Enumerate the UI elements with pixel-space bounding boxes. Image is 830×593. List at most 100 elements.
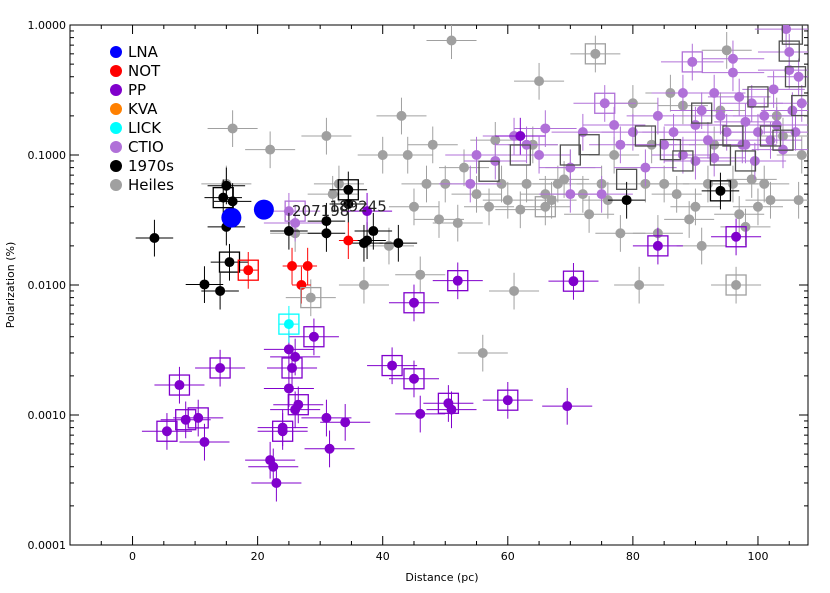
data-point-heiles (690, 201, 701, 212)
data-point-heiles (305, 292, 316, 303)
data-point-pp (568, 276, 579, 287)
point-box (725, 226, 747, 248)
data-point-ctio (765, 135, 776, 146)
data-point-ctio (727, 53, 738, 64)
data-point-heiles (684, 214, 695, 225)
data-point-heiles (559, 174, 570, 185)
data-point-ctio (790, 127, 801, 138)
data-point-pp (324, 443, 335, 454)
data-point-ctio (715, 110, 726, 121)
data-point-pp (293, 399, 304, 410)
data-point-pp (340, 417, 351, 428)
data-point-pp (731, 231, 742, 242)
data-point-heiles (759, 178, 770, 189)
point-box (594, 92, 616, 114)
data-point-pp (287, 362, 298, 373)
legend-marker-kva (110, 103, 122, 115)
data-point-pp (268, 461, 279, 472)
data-point-ctio (768, 84, 779, 95)
data-point-heiles (734, 209, 745, 220)
data-point-pp (277, 422, 288, 433)
point-box (709, 144, 732, 166)
point-box (722, 125, 744, 147)
y-tick-label: 0.0100 (28, 279, 67, 292)
data-point-ctio (740, 139, 751, 150)
data-point-ctio (796, 98, 807, 109)
point-box (781, 25, 804, 45)
data-point-ctio (471, 150, 482, 160)
point-box (584, 43, 607, 65)
point-box (778, 40, 800, 62)
point-box (156, 420, 178, 442)
data-point-not (287, 261, 298, 272)
point-box (747, 86, 769, 108)
y-tick-label: 0.1000 (28, 149, 67, 162)
point-box (734, 150, 757, 172)
data-point-1970s (321, 216, 332, 227)
data-point-pp (290, 351, 301, 362)
data-point-pp (308, 331, 319, 342)
series-lna (221, 199, 274, 228)
data-point-1970s (368, 226, 379, 237)
data-point-lna (253, 199, 274, 220)
data-point-heiles (415, 269, 426, 280)
point-box (672, 150, 694, 172)
x-tick-label: 0 (129, 550, 136, 563)
legend-marker-1970s (110, 160, 122, 172)
data-point-heiles (584, 209, 595, 220)
data-point-ctio (690, 155, 701, 166)
point-box (647, 235, 669, 257)
data-point-ctio (668, 127, 679, 138)
data-point-pp (387, 360, 398, 371)
x-axis-title: Distance (pc) (405, 571, 478, 584)
data-point-heiles (609, 150, 620, 160)
legend-label-pp: PP (128, 81, 146, 99)
point-box (659, 138, 682, 161)
data-point-pp (408, 297, 419, 308)
legend-marker-ctio (110, 141, 122, 153)
point-box (437, 392, 460, 414)
series-lick (279, 305, 299, 343)
data-point-pp (408, 373, 419, 384)
data-point-pp (180, 414, 191, 425)
legend-label-ctio: CTIO (128, 138, 164, 156)
data-point-heiles (752, 201, 763, 212)
point-box (218, 251, 241, 273)
data-point-heiles (502, 195, 513, 206)
data-point-heiles (731, 280, 742, 290)
x-tick-label: 60 (501, 550, 515, 563)
point-box (168, 374, 191, 396)
series-pp (141, 117, 762, 502)
data-point-pp (271, 477, 282, 488)
data-point-heiles (327, 189, 338, 200)
data-point-ctio (599, 98, 610, 109)
point-box (175, 409, 197, 431)
data-point-1970s (621, 195, 632, 206)
point-box (478, 160, 500, 182)
data-point-ctio (283, 206, 294, 217)
data-point-heiles (321, 131, 332, 142)
data-point-lna (221, 207, 242, 228)
point-box (300, 286, 322, 309)
point-box (281, 357, 303, 379)
data-point-heiles (515, 204, 526, 215)
data-point-heiles (671, 189, 682, 200)
data-point-ctio (696, 105, 707, 116)
data-point-heiles (793, 195, 804, 206)
y-tick-label: 1.0000 (28, 19, 67, 32)
data-point-ctio (677, 87, 688, 98)
data-point-lick (283, 319, 294, 330)
data-point-heiles (634, 280, 645, 290)
data-point-1970s (221, 180, 232, 191)
data-point-heiles (427, 139, 438, 150)
data-point-not (243, 265, 254, 276)
point-box (287, 394, 309, 416)
data-point-pp (193, 412, 204, 423)
data-point-ctio (540, 123, 551, 134)
point-box (759, 125, 782, 147)
data-point-heiles (796, 150, 807, 160)
data-point-heiles (446, 35, 457, 46)
